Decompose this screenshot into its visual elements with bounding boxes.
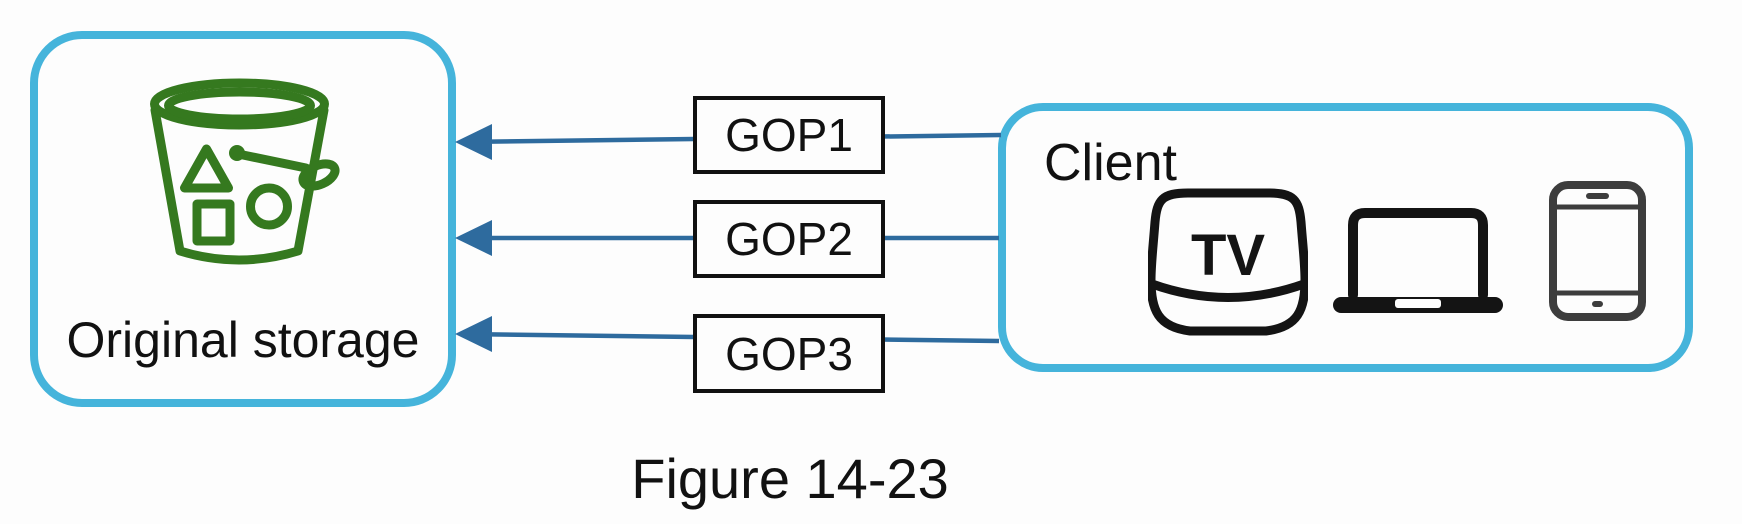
s3-bucket-icon	[150, 78, 340, 265]
laptop-notch	[1395, 299, 1441, 308]
figure-caption: Figure 14-23	[631, 447, 949, 510]
bucket-handle-pivot	[229, 145, 245, 161]
smartphone-device-icon	[1549, 181, 1646, 321]
gop3-label: GOP3	[725, 327, 853, 380]
client-box: Client TV	[998, 103, 1693, 372]
gop1-label: GOP1	[725, 109, 853, 161]
gop2-label: GOP2	[725, 213, 853, 265]
gop3-box: GOP3	[693, 314, 885, 393]
storage-label: Original storage	[66, 312, 420, 368]
original-storage-box: Original storage	[30, 31, 456, 407]
gop2-box: GOP2	[693, 200, 885, 278]
gop1-box: GOP1	[693, 96, 885, 174]
tv-icon-label: TV	[1191, 223, 1265, 288]
laptop-device-icon	[1333, 208, 1503, 313]
phone-speaker	[1586, 193, 1609, 199]
phone-home-button	[1592, 301, 1603, 307]
tv-device-icon: TV	[1148, 188, 1308, 336]
client-label: Client	[1044, 134, 1177, 192]
